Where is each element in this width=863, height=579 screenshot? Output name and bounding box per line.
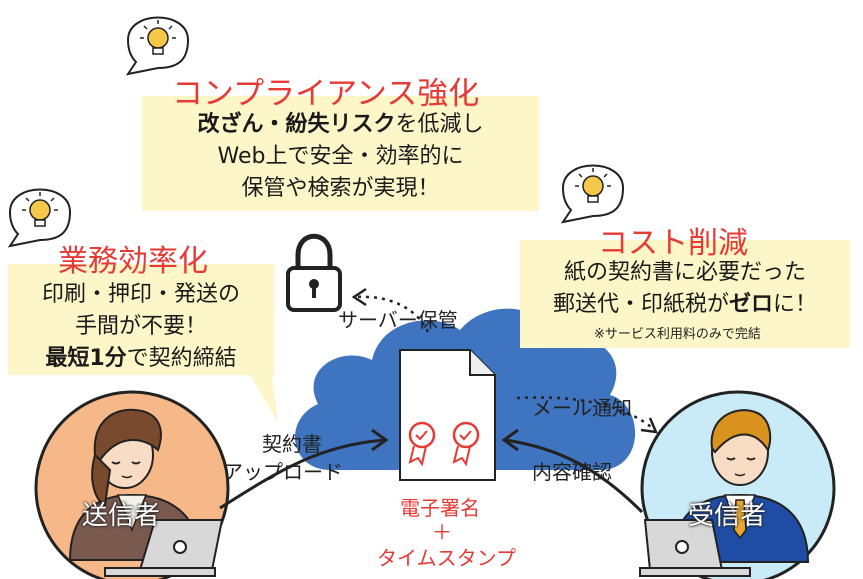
- compliance-line3: 保管や検索が実現！: [241, 176, 440, 201]
- server-storage-label: サーバー保管: [338, 308, 458, 332]
- efficiency-title: 業務効率化: [58, 244, 208, 279]
- cost-line2: 郵送代・印紙税がゼロに！: [520, 290, 850, 320]
- lightbulb-icon: [7, 188, 72, 248]
- confirm-arrow: [501, 428, 644, 514]
- compliance-line1: 改ざん・紛失リスクを低減し: [142, 110, 539, 140]
- compliance-line1-bold: 改ざん・紛失リスク: [197, 112, 396, 137]
- compliance-bubble: [142, 96, 539, 211]
- lock-icon: [286, 233, 342, 312]
- cost-line2-pre: 郵送代・印紙税が: [552, 292, 729, 317]
- server-arrow: [354, 295, 430, 333]
- upload-arrow: [219, 428, 389, 510]
- esign-label-line1: 電子署名: [400, 496, 480, 520]
- efficiency-line3-bold: 最短1分: [45, 346, 127, 371]
- document-icon: [399, 349, 496, 481]
- server-arrow-head: [351, 287, 367, 307]
- sender-laptop: [104, 519, 224, 577]
- efficiency-bubble: [8, 264, 278, 422]
- upload-label-line1: 契約書: [262, 432, 322, 456]
- cost-line2-bold: ゼロ: [728, 292, 773, 317]
- efficiency-line2: 手間が不要！: [74, 314, 207, 339]
- cost-title: コスト削減: [598, 226, 748, 261]
- cost-line1: 紙の契約書に必要だった: [563, 260, 806, 285]
- seal-icon: [408, 421, 436, 467]
- compliance-line1-rest: を低減し: [395, 112, 484, 137]
- mail-arrow-head: [640, 417, 659, 434]
- sender-label: 送信者: [82, 501, 161, 531]
- efficiency-line1: 印刷・押印・発送の: [41, 282, 240, 307]
- confirm-label: 内容確認: [532, 460, 612, 484]
- receiver-label: 受信者: [688, 501, 767, 531]
- cost-bubble: [520, 240, 850, 348]
- cost-note: ※サービス利用料のみで完結: [594, 327, 761, 342]
- efficiency-line3: 最短1分で契約締結: [8, 344, 274, 374]
- seal-icon: [452, 421, 480, 467]
- efficiency-line3-rest: で契約締結: [126, 346, 237, 371]
- lightbulb-icon: [125, 16, 190, 76]
- upload-label-line2: アップロード: [223, 460, 343, 484]
- mail-arrow: [516, 396, 656, 431]
- lightbulb-icon: [560, 164, 625, 224]
- esign-label-line2: タイムスタンプ: [377, 546, 516, 570]
- receiver-laptop: [639, 519, 751, 577]
- cost-line2-post: に！: [773, 292, 818, 317]
- esign-plus: ＋: [432, 520, 452, 544]
- compliance-line2: Web上で安全・効率的に: [217, 144, 464, 169]
- mail-notification-label: メール通知: [532, 396, 632, 420]
- compliance-title: コンプライアンス強化: [172, 76, 480, 112]
